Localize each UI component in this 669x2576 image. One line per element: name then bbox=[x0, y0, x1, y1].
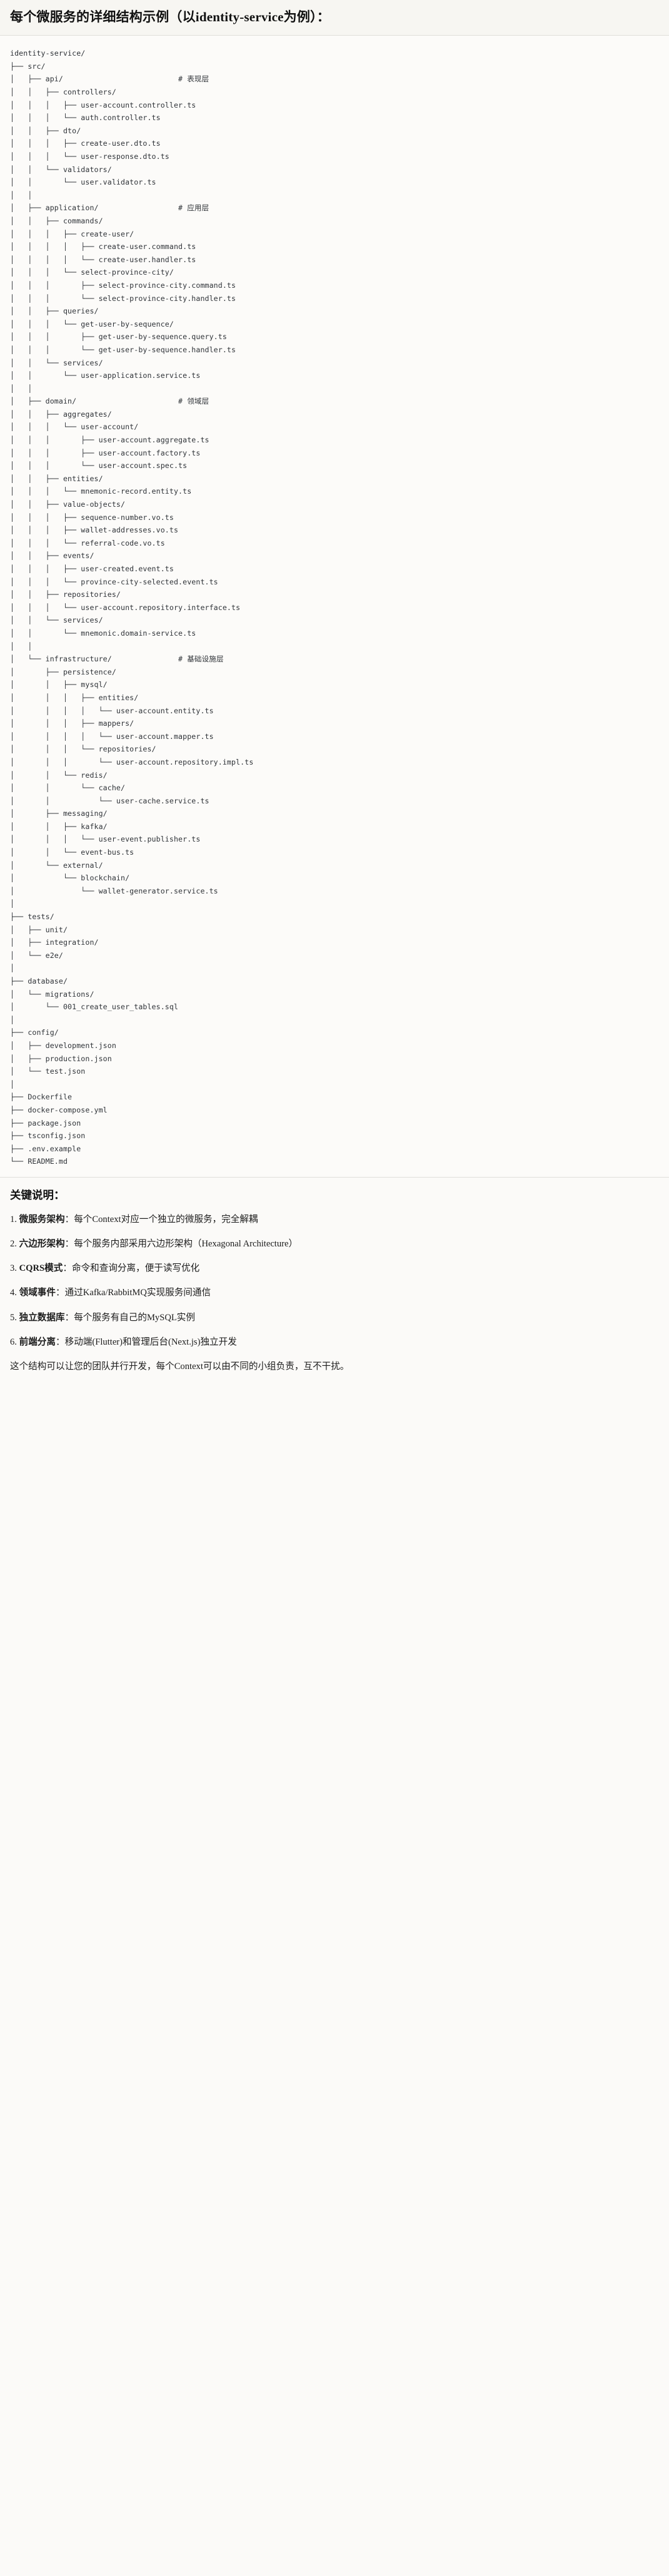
note-term: 前端分离 bbox=[19, 1336, 56, 1347]
note-description: 每个服务内部采用六边形架构（Hexagonal Architecture） bbox=[74, 1239, 298, 1250]
closing-paragraph: 这个结构可以让您的团队并行开发，每个Context可以由不同的小组负责，互不干扰… bbox=[10, 1361, 350, 1372]
note-item: 5. 独立数据库：每个服务有自己的MySQL实例 bbox=[10, 1311, 659, 1325]
note-number: 3. bbox=[10, 1263, 17, 1274]
directory-tree: identity-service/ ├── src/ │ ├── api/ # … bbox=[10, 49, 254, 1166]
note-number: 4. bbox=[10, 1288, 17, 1298]
note-term: 领域事件 bbox=[19, 1288, 56, 1298]
note-term: 微服务架构 bbox=[19, 1214, 65, 1224]
note-term: 六边形架构 bbox=[19, 1239, 65, 1250]
key-notes-title: 关键说明： bbox=[10, 1188, 65, 1201]
note-separator: ： bbox=[63, 1263, 72, 1274]
key-notes-section: 关键说明： 1. 微服务架构：每个Context对应一个独立的微服务，完全解耦 … bbox=[0, 1177, 669, 1388]
note-item: 4. 领域事件：通过Kafka/RabbitMQ实现服务间通信 bbox=[10, 1286, 659, 1300]
note-description: 通过Kafka/RabbitMQ实现服务间通信 bbox=[64, 1288, 211, 1298]
page-title: 每个微服务的详细结构示例（以identity-service为例）： bbox=[10, 9, 330, 24]
note-number: 1. bbox=[10, 1214, 17, 1224]
note-item: 3. CQRS模式：命令和查询分离，便于读写优化 bbox=[10, 1262, 659, 1275]
note-term: CQRS模式 bbox=[19, 1263, 63, 1274]
note-number: 2. bbox=[10, 1239, 17, 1250]
note-description: 命令和查询分离，便于读写优化 bbox=[71, 1263, 200, 1274]
document-page: 每个微服务的详细结构示例（以identity-service为例）： ident… bbox=[0, 0, 669, 1388]
note-number: 5. bbox=[10, 1312, 17, 1323]
note-description: 移动端(Flutter)和管理后台(Next.js)独立开发 bbox=[64, 1336, 237, 1347]
note-separator: ： bbox=[64, 1312, 74, 1323]
note-separator: ： bbox=[64, 1214, 74, 1224]
directory-tree-block: identity-service/ ├── src/ │ ├── api/ # … bbox=[0, 36, 669, 1178]
note-term: 独立数据库 bbox=[19, 1312, 65, 1323]
note-item: 6. 前端分离：移动端(Flutter)和管理后台(Next.js)独立开发 bbox=[10, 1336, 659, 1349]
note-description: 每个Context对应一个独立的微服务，完全解耦 bbox=[74, 1214, 258, 1224]
note-item: 2. 六边形架构：每个服务内部采用六边形架构（Hexagonal Archite… bbox=[10, 1238, 659, 1251]
note-description: 每个服务有自己的MySQL实例 bbox=[74, 1312, 195, 1323]
note-item: 1. 微服务架构：每个Context对应一个独立的微服务，完全解耦 bbox=[10, 1213, 659, 1226]
note-separator: ： bbox=[56, 1336, 65, 1347]
note-separator: ： bbox=[64, 1239, 74, 1250]
note-number: 6. bbox=[10, 1336, 17, 1347]
heading-section: 每个微服务的详细结构示例（以identity-service为例）： bbox=[0, 0, 669, 36]
note-separator: ： bbox=[56, 1288, 65, 1298]
